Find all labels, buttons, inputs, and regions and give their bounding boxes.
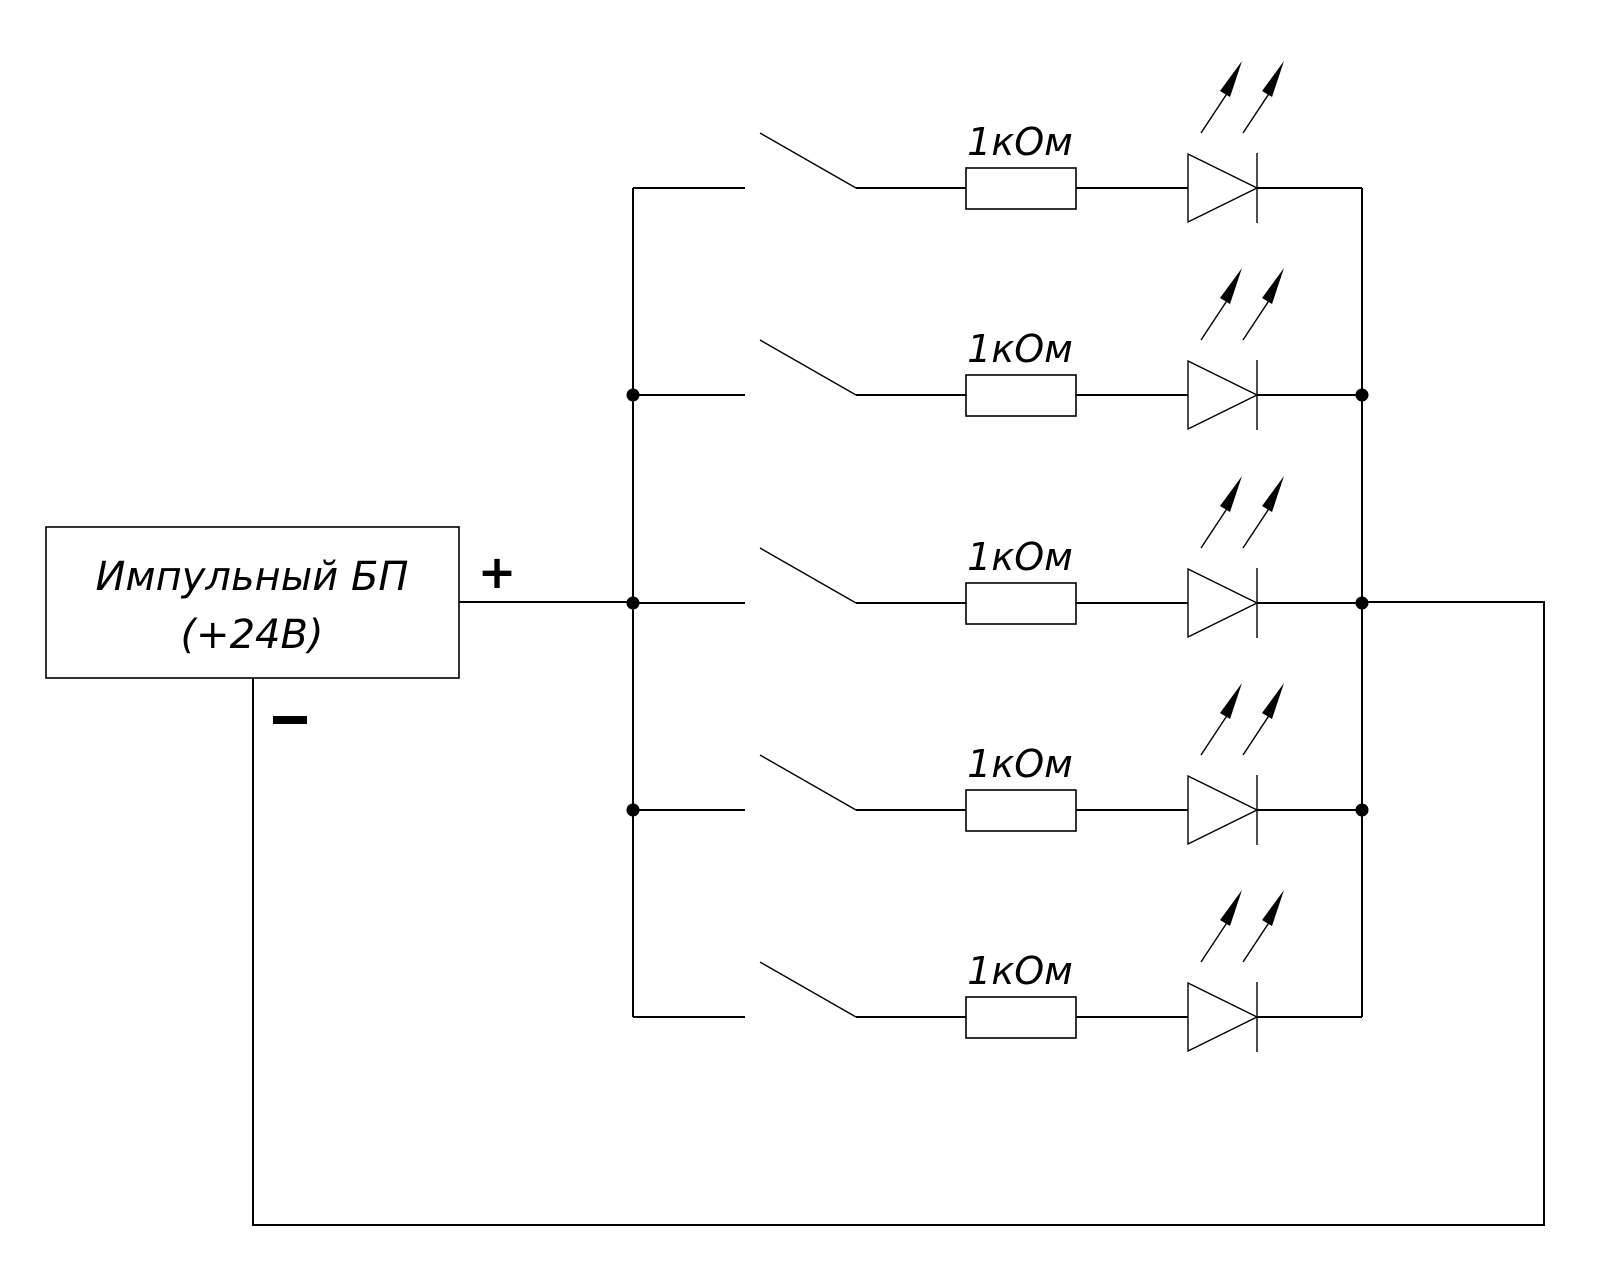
junction-dot [626, 388, 640, 402]
power-supply-box [45, 526, 460, 679]
resistor-label: 1кОм [967, 742, 1073, 786]
led-triangle [1187, 152, 1259, 224]
light-arrow-icon [1200, 268, 1242, 341]
power-supply-voltage: (+24В) [180, 612, 323, 658]
branch: 1кОм [633, 683, 1362, 846]
resistor [965, 374, 1077, 417]
arrow-head [1220, 61, 1242, 97]
light-arrow-icon [1242, 683, 1284, 756]
arrow-head [1262, 61, 1284, 97]
switch-blade[interactable] [759, 961, 857, 1018]
arrow-head [1220, 683, 1242, 719]
light-arrow-icon [1200, 61, 1242, 134]
branches: 1кОм 1кОм 1кОм 1кОм 1кОм [633, 61, 1362, 1053]
branch: 1кОм [633, 268, 1362, 431]
led-symbol [1187, 683, 1284, 846]
switch-blade[interactable] [759, 754, 857, 811]
arrow-head [1220, 268, 1242, 304]
resistor-label: 1кОм [967, 535, 1073, 579]
arrow-head [1262, 268, 1284, 304]
resistor [965, 789, 1077, 832]
junction-dot [626, 596, 640, 610]
resistor-label: 1кОм [967, 120, 1073, 164]
led-symbol [1187, 61, 1284, 224]
arrow-head [1262, 476, 1284, 512]
arrow-head [1262, 683, 1284, 719]
negative-terminal-label [273, 716, 307, 724]
led-triangle [1187, 774, 1259, 846]
branch: 1кОм [633, 476, 1362, 639]
switch-blade[interactable] [759, 547, 857, 604]
return-wire [252, 601, 1545, 1226]
power-supply: Импульный БП (+24В) + [45, 526, 517, 724]
led-symbol [1187, 890, 1284, 1053]
light-arrow-icon [1242, 268, 1284, 341]
resistor [965, 582, 1077, 625]
led-symbol [1187, 476, 1284, 639]
resistor [965, 167, 1077, 210]
power-supply-title: Импульный БП [95, 554, 408, 600]
junction-dot [1355, 388, 1369, 402]
arrow-head [1220, 890, 1242, 926]
junctions [626, 388, 1369, 817]
wires [252, 188, 1545, 1226]
light-arrow-icon [1242, 61, 1284, 134]
led-triangle [1187, 981, 1259, 1053]
positive-terminal-label: + [478, 545, 517, 599]
junction-dot [626, 803, 640, 817]
led-triangle [1187, 359, 1259, 431]
led-triangle [1187, 567, 1259, 639]
light-arrow-icon [1200, 683, 1242, 756]
light-arrow-icon [1200, 890, 1242, 963]
junction-dot [1355, 596, 1369, 610]
resistor [965, 996, 1077, 1039]
junction-dot [1355, 803, 1369, 817]
arrow-head [1262, 890, 1284, 926]
branch: 1кОм [633, 61, 1362, 224]
light-arrow-icon [1242, 890, 1284, 963]
switch-blade[interactable] [759, 339, 857, 396]
resistor-label: 1кОм [967, 327, 1073, 371]
arrow-head [1220, 476, 1242, 512]
light-arrow-icon [1200, 476, 1242, 549]
switch-blade[interactable] [759, 132, 857, 189]
led-symbol [1187, 268, 1284, 431]
resistor-label: 1кОм [967, 949, 1073, 993]
light-arrow-icon [1242, 476, 1284, 549]
branch: 1кОм [633, 890, 1362, 1053]
